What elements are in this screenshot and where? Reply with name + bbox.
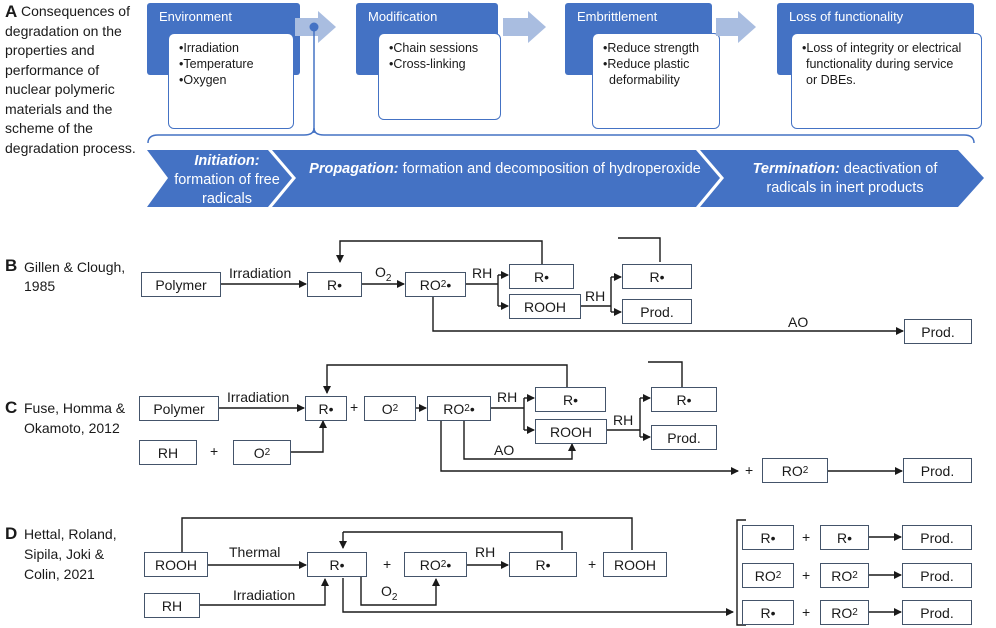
panel-b-citation: Gillen & Clough, 1985 bbox=[24, 259, 126, 294]
plus-sign: + bbox=[588, 556, 597, 572]
rh-label: RH bbox=[475, 544, 496, 560]
product-box: Prod. bbox=[622, 299, 692, 324]
product-box: Prod. bbox=[902, 563, 972, 588]
radical-box: R• bbox=[307, 272, 362, 297]
stage-item: deformability bbox=[609, 73, 680, 87]
chevron-termination bbox=[700, 150, 984, 207]
polymer-box: Polymer bbox=[139, 396, 219, 421]
stage-item: •Reduce plastic bbox=[603, 57, 690, 71]
radical-box: R• bbox=[509, 552, 577, 577]
product-box: Prod. bbox=[902, 525, 972, 550]
plus-sign: + bbox=[350, 399, 359, 415]
stage-item: •Chain sessions bbox=[389, 41, 479, 55]
stage-item: •Reduce strength bbox=[603, 41, 700, 55]
arrow-right-icon bbox=[716, 11, 756, 43]
ao-label: AO bbox=[494, 442, 515, 458]
panel-a-letter: A bbox=[5, 2, 18, 21]
rh-box: RH bbox=[144, 593, 200, 618]
radical-box: R• bbox=[509, 264, 574, 289]
chevron-propagation bbox=[272, 150, 720, 207]
radical-box: R• bbox=[305, 396, 347, 421]
rooh-box: ROOH bbox=[535, 419, 607, 444]
rh-box: RH bbox=[139, 440, 197, 465]
product-box: Prod. bbox=[651, 425, 717, 450]
stage-modification-card: •Chain sessions •Cross-linking bbox=[378, 33, 501, 120]
ao-label: AO bbox=[788, 314, 809, 330]
plus-sign: + bbox=[802, 529, 811, 545]
rh-label: RH bbox=[472, 265, 493, 281]
stage-item: •Oxygen bbox=[179, 73, 227, 87]
plus-sign: + bbox=[802, 567, 811, 583]
rh-label: RH bbox=[497, 389, 518, 405]
arrow-right-icon bbox=[503, 11, 546, 43]
stage-embrittlement-card: •Reduce strength •Reduce plastic deforma… bbox=[592, 33, 720, 129]
stage-item: •Temperature bbox=[179, 57, 254, 71]
irradiation-label: Irradiation bbox=[229, 265, 292, 281]
rh-label: RH bbox=[585, 288, 606, 304]
radical-box: R• bbox=[307, 552, 367, 577]
oxygen-label: O2 bbox=[375, 264, 392, 284]
stage-item: or DBEs. bbox=[806, 73, 857, 87]
stage-item: •Cross-linking bbox=[389, 57, 466, 71]
plus-sign: + bbox=[383, 556, 392, 572]
radical-box: R• bbox=[651, 387, 717, 412]
rh-label: RH bbox=[613, 412, 634, 428]
phase-initiation: Initiation:formation of free radicals bbox=[174, 153, 280, 207]
plus-sign: + bbox=[745, 462, 754, 478]
radical-box: R• bbox=[622, 264, 692, 289]
product-box: Prod. bbox=[903, 458, 972, 483]
polymer-box: Polymer bbox=[141, 272, 221, 297]
radical-box: R• bbox=[742, 600, 794, 625]
irradiation-label: Irradiation bbox=[227, 389, 290, 405]
stage-loss-card: •Loss of integrity or electrical functio… bbox=[791, 33, 982, 129]
phase-termination: Termination: deactivation of radicals in… bbox=[752, 161, 938, 196]
pointer-dot bbox=[309, 22, 319, 32]
rooh-box: ROOH bbox=[509, 294, 581, 319]
chevron-initiation bbox=[147, 150, 292, 207]
stage-environment-card: •Irradiation •Temperature •Oxygen bbox=[168, 33, 294, 129]
stage-item: •Loss of integrity or electrical bbox=[802, 41, 962, 55]
plus-sign: + bbox=[210, 443, 219, 459]
panel-d-citation: Hettal, Roland, Sipila, Joki & Colin, 20… bbox=[24, 526, 117, 582]
plus-sign: + bbox=[802, 604, 811, 620]
product-box: Prod. bbox=[902, 600, 972, 625]
panel-c-letter: C bbox=[5, 398, 18, 417]
radical-box: R• bbox=[742, 525, 794, 550]
stage-item: •Irradiation bbox=[179, 41, 239, 55]
oxygen-label: O2 bbox=[381, 583, 398, 603]
rooh-box: ROOH bbox=[144, 552, 208, 577]
panel-b-letter: B bbox=[5, 256, 18, 275]
thermal-label: Thermal bbox=[229, 544, 281, 560]
panel-a-caption: Consequences of degradation on the prope… bbox=[5, 3, 136, 156]
panel-d-letter: D bbox=[5, 524, 18, 543]
radical-box: R• bbox=[535, 387, 606, 412]
irradiation-label: Irradiation bbox=[233, 587, 296, 603]
radical-box: R• bbox=[820, 525, 869, 550]
stage-item: functionality during service bbox=[806, 57, 954, 71]
phase-propagation: Propagation: formation and decomposition… bbox=[309, 161, 701, 177]
panel-c-citation: Fuse, Homma & Okamoto, 2012 bbox=[24, 400, 126, 436]
brace bbox=[147, 127, 975, 144]
product-box: Prod. bbox=[904, 319, 972, 344]
rooh-box: ROOH bbox=[603, 552, 667, 577]
